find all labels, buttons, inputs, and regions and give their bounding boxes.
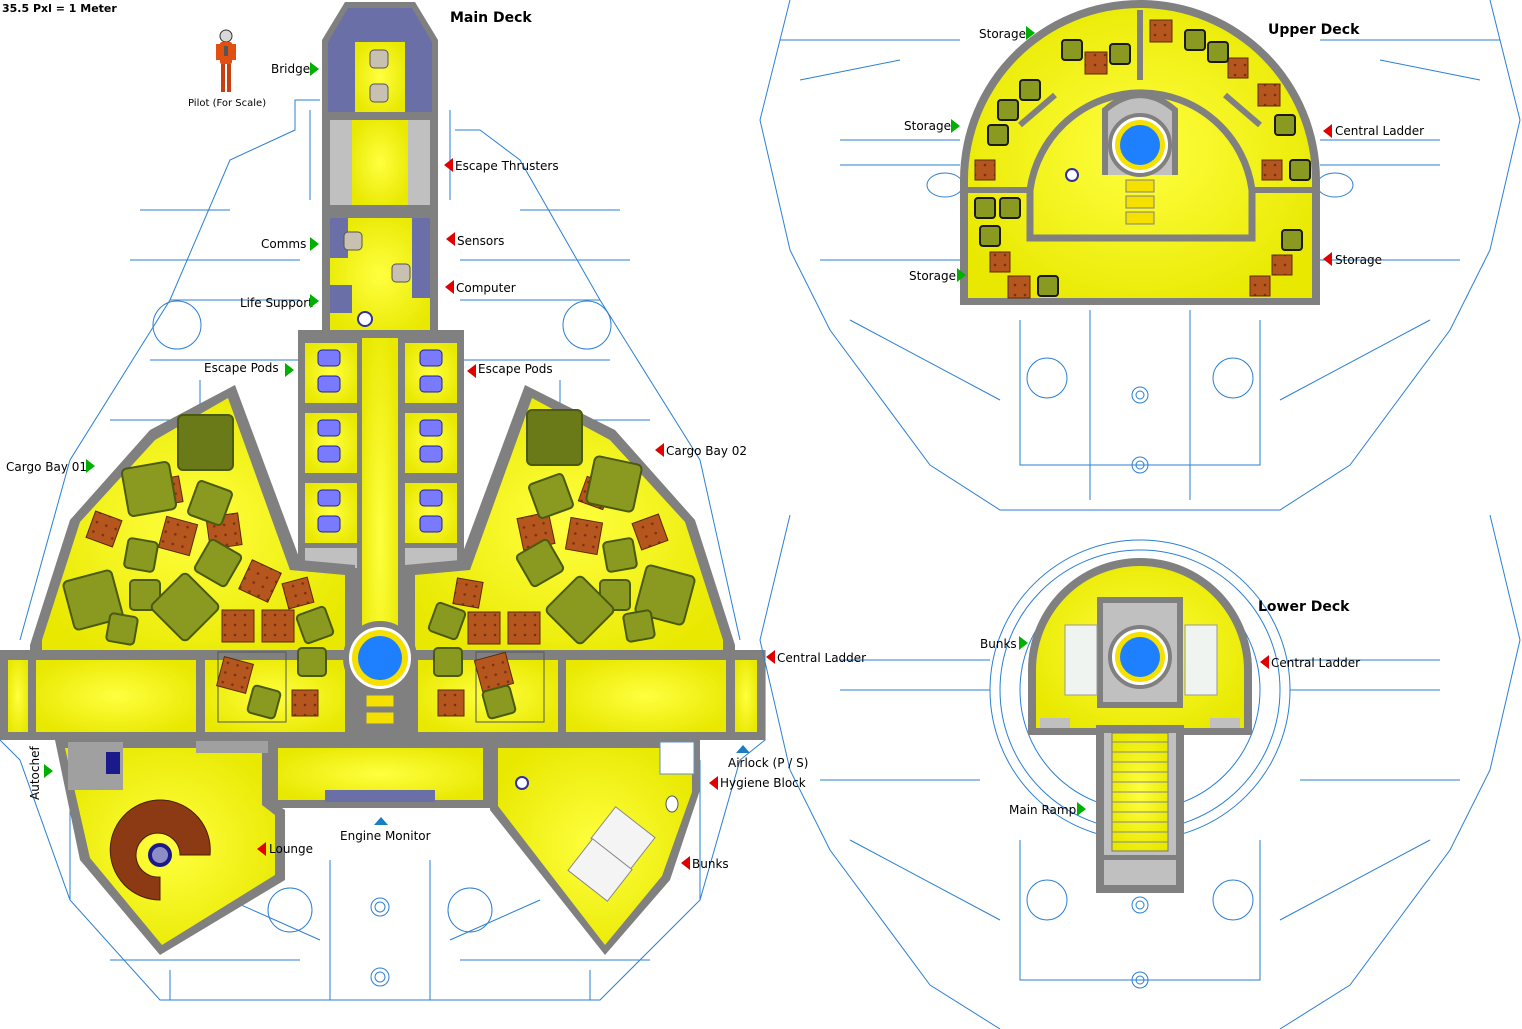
label-central-ladder-main: Central Ladder bbox=[777, 651, 867, 665]
go-arrow-icon bbox=[1019, 636, 1028, 650]
label-airlock: Airlock (P / S) bbox=[728, 756, 809, 770]
stop-arrow-icon bbox=[709, 776, 718, 790]
label-hygiene-block: Hygiene Block bbox=[720, 776, 806, 790]
main-hull-outline bbox=[0, 99, 766, 1001]
scale-label: 35.5 Pxl = 1 Meter bbox=[2, 2, 117, 15]
label-storage-left: Storage bbox=[904, 119, 951, 133]
go-arrow-icon bbox=[1026, 26, 1035, 40]
label-computer: Computer bbox=[456, 281, 516, 295]
stop-arrow-icon bbox=[766, 650, 775, 664]
label-central-ladder-lower: Central Ladder bbox=[1271, 656, 1361, 670]
stop-arrow-icon bbox=[655, 443, 664, 457]
engine-arrow-icon bbox=[374, 817, 388, 825]
go-arrow-icon bbox=[310, 237, 319, 251]
stop-arrow-icon bbox=[467, 364, 476, 378]
airlock-arrow-icon bbox=[736, 745, 750, 753]
upper-deck-title: Upper Deck bbox=[1268, 22, 1360, 38]
go-arrow-icon bbox=[86, 459, 95, 473]
label-storage-bottom-left: Storage bbox=[909, 269, 956, 283]
label-storage-right: Storage bbox=[1335, 253, 1382, 267]
stop-arrow-icon bbox=[1260, 655, 1269, 669]
go-arrow-icon bbox=[957, 268, 966, 282]
label-bunks-main: Bunks bbox=[692, 857, 729, 871]
go-arrow-icon bbox=[310, 294, 319, 308]
label-lounge: Lounge bbox=[269, 842, 314, 856]
label-storage-top: Storage bbox=[979, 27, 1026, 41]
go-arrow-icon bbox=[310, 62, 319, 76]
label-escape-pods-right: Escape Pods bbox=[478, 362, 553, 376]
lower-deck-structure bbox=[1028, 558, 1252, 893]
stop-arrow-icon bbox=[1323, 252, 1332, 266]
lower-deck-title: Lower Deck bbox=[1258, 599, 1350, 615]
go-arrow-icon bbox=[951, 119, 960, 133]
pilot-caption: Pilot (For Scale) bbox=[188, 98, 267, 109]
stop-arrow-icon bbox=[681, 856, 690, 870]
stop-arrow-icon bbox=[445, 280, 454, 294]
main-deck-title: Main Deck bbox=[450, 10, 532, 26]
label-sensors: Sensors bbox=[457, 234, 505, 248]
go-arrow-icon bbox=[1077, 802, 1086, 816]
label-cargo-bay-02: Cargo Bay 02 bbox=[666, 444, 747, 458]
stop-arrow-icon bbox=[446, 232, 455, 246]
label-escape-thrusters: Escape Thrusters bbox=[455, 159, 559, 173]
go-arrow-icon bbox=[285, 363, 294, 377]
cargo-containers bbox=[62, 409, 696, 720]
stop-arrow-icon bbox=[1323, 124, 1332, 138]
label-escape-pods-left: Escape Pods bbox=[204, 361, 279, 375]
label-central-ladder-upper: Central Ladder bbox=[1335, 124, 1425, 138]
label-engine-monitor: Engine Monitor bbox=[340, 829, 431, 843]
pilot-figure bbox=[216, 29, 236, 92]
label-main-ramp: Main Ramp bbox=[1009, 803, 1077, 817]
main-deck-structure bbox=[0, 2, 765, 955]
label-cargo-bay-01: Cargo Bay 01 bbox=[6, 460, 87, 474]
label-comms: Comms bbox=[261, 237, 307, 251]
upper-hull-outline bbox=[759, 0, 1521, 511]
label-bunks-lower: Bunks bbox=[980, 637, 1017, 651]
upper-deck-structure bbox=[960, 0, 1320, 305]
label-bridge: Bridge bbox=[271, 62, 311, 76]
stop-arrow-icon bbox=[444, 158, 453, 172]
stop-arrow-icon bbox=[257, 842, 266, 856]
label-autochef: Autochef bbox=[28, 746, 42, 800]
go-arrow-icon bbox=[44, 764, 53, 778]
label-life-support: Life Support bbox=[240, 296, 313, 310]
